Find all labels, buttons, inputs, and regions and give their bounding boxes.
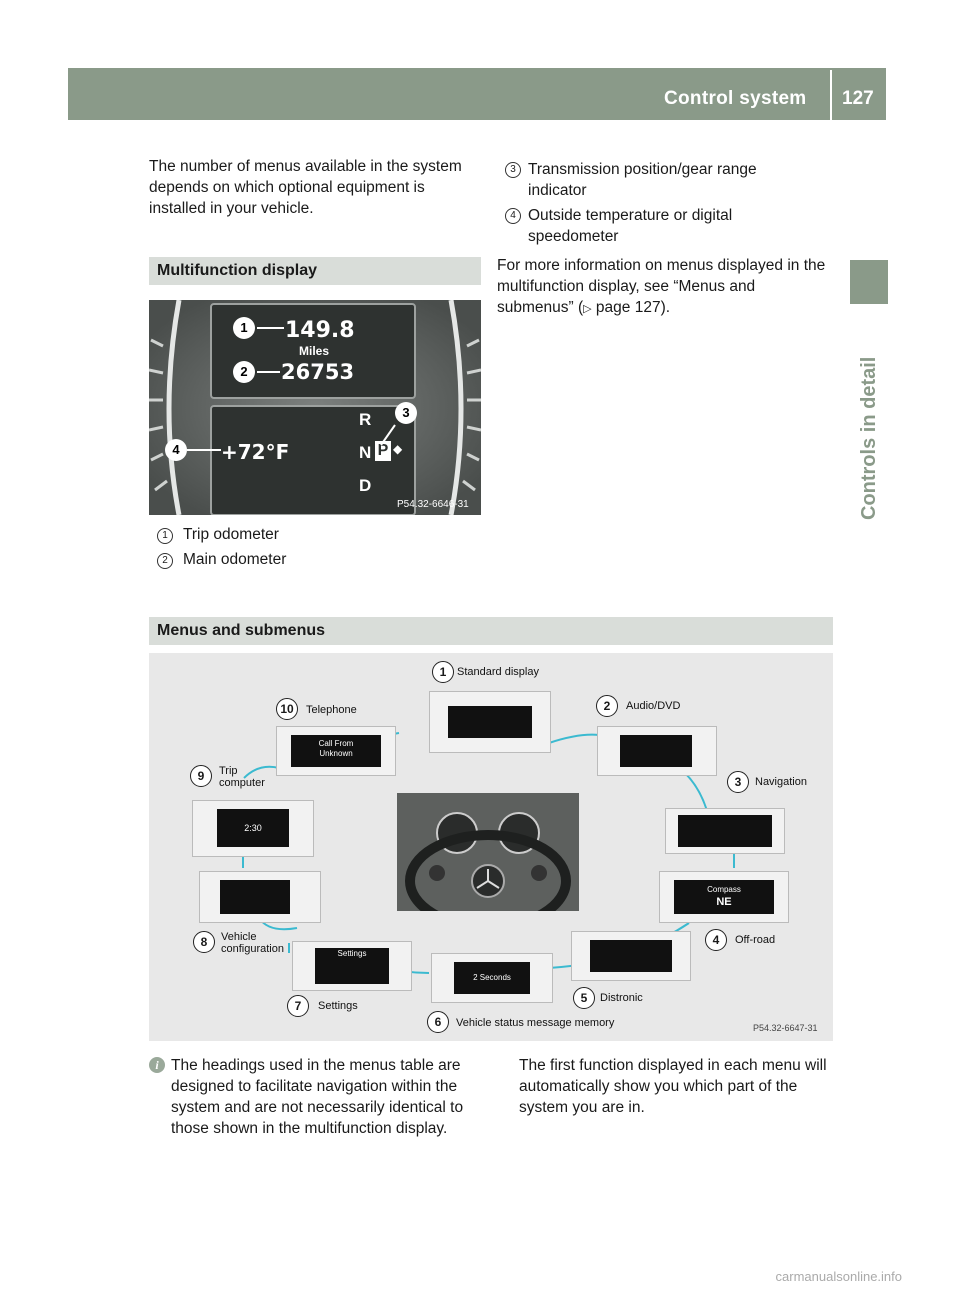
legend-item-2: 2 Main odometer	[157, 549, 286, 570]
header-bar	[68, 68, 886, 120]
menu-label-settings: Settings	[318, 1000, 358, 1012]
legend-number: 2	[157, 553, 173, 569]
footer-watermark: carmanualsonline.info	[775, 1269, 902, 1284]
menu-num-3: 3	[727, 771, 749, 793]
menu-num-5: 5	[573, 987, 595, 1009]
gear-d: D	[359, 476, 372, 495]
menu-screen-audio	[597, 726, 717, 776]
trip-screen-text: 2:30	[217, 809, 289, 847]
menu-screen-status-memory: 2 Seconds	[431, 953, 553, 1003]
chapter-title: Control system	[664, 88, 807, 109]
side-tab-label: Controls in detail	[858, 356, 880, 520]
legend-item-1: 1 Trip odometer	[157, 524, 279, 545]
callout-3: 3	[395, 402, 417, 424]
page-number: 127	[842, 88, 874, 109]
callout-4: 4	[165, 439, 187, 461]
section-heading-text: Menus and submenus	[157, 622, 326, 639]
menu-screen-vehicle-config	[199, 871, 321, 923]
legend-text: Trip odometer	[183, 526, 279, 543]
offroad-screen-text: NE	[716, 896, 732, 908]
menu-num-8: 8	[193, 931, 215, 953]
steering-wheel-illustration	[397, 793, 579, 932]
menu-label-telephone: Telephone	[306, 704, 357, 716]
gear-n: N	[359, 443, 372, 462]
callout-1: 1	[233, 317, 255, 339]
menu-label-audio-dvd: Audio/DVD	[626, 700, 681, 712]
cluster-illustration	[149, 300, 481, 515]
side-tab-marker	[850, 260, 888, 304]
menus-diagram: Call From Unknown 2:30 Compass NE Settin…	[149, 653, 833, 1041]
menu-num-9: 9	[190, 765, 212, 787]
menu-label-distronic: Distronic	[600, 992, 643, 1004]
multifunction-display-image: 149.8 Miles 26753 +72°F R N P ◆ D P54.32…	[149, 300, 481, 515]
menu-screen-offroad: Compass NE	[659, 871, 789, 923]
menu-num-2: 2	[596, 695, 618, 717]
section-heading-multifunction: Multifunction display	[149, 257, 481, 285]
gear-p-selected: P	[375, 441, 391, 461]
intro-paragraph: The number of menus available in the sys…	[149, 158, 462, 217]
steering-wheel-image	[397, 793, 579, 932]
menu-num-7: 7	[287, 995, 309, 1017]
callout-2: 2	[233, 361, 255, 383]
menu-screen-standard	[429, 691, 551, 753]
gear-r: R	[359, 410, 372, 429]
legend-text: Transmission position/gear range indicat…	[528, 161, 757, 199]
menu-screen-navigation	[665, 808, 785, 854]
legend-number: 3	[505, 162, 521, 178]
menu-label-standard-display: Standard display	[457, 666, 539, 678]
first-function-paragraph: The first function displayed in each men…	[519, 1057, 827, 1116]
telephone-screen-text: Unknown	[319, 749, 353, 758]
legend-item-3: 3 Transmission position/gear range indic…	[505, 159, 815, 201]
page-reference-icon: ▷	[583, 303, 592, 315]
trip-odometer-reading: 149.8	[285, 318, 355, 343]
callout-lines	[187, 327, 396, 451]
header-separator	[830, 70, 832, 120]
telephone-screen-text: Call From	[318, 739, 354, 748]
menu-label-computer: computer	[219, 777, 265, 789]
gear-range-arrows-icon: ◆	[393, 442, 403, 456]
info-icon: i	[149, 1057, 165, 1073]
menu-num-4: 4	[705, 929, 727, 951]
offroad-screen-text: Compass	[707, 885, 741, 894]
section-heading-text: Multifunction display	[157, 262, 317, 279]
menu-num-1: 1	[432, 661, 454, 683]
menu-num-10: 10	[276, 698, 298, 720]
legend-item-4: 4 Outside temperature or digital speedom…	[505, 205, 815, 247]
info-note-text: The headings used in the menus table are…	[171, 1057, 464, 1137]
main-odometer-reading: 26753	[281, 360, 355, 384]
menu-screen-telephone: Call From Unknown	[276, 726, 396, 776]
more-info-text: For more information on menus displayed …	[497, 257, 826, 316]
info-note: i The headings used in the menus table a…	[149, 1055, 481, 1139]
diagram-code: P54.32-6647-31	[753, 1023, 818, 1033]
menu-label-vehicle: Vehicle	[221, 931, 257, 943]
outside-temperature: +72°F	[221, 440, 290, 464]
menu-screen-settings: Settings	[292, 941, 412, 991]
legend-number: 4	[505, 208, 521, 224]
menu-screen-trip: 2:30	[192, 800, 314, 857]
legend-number: 1	[157, 528, 173, 544]
legend-text: Outside temperature or digital speedomet…	[528, 207, 733, 245]
odometer-unit: Miles	[299, 344, 330, 358]
menu-label-vehicle-status: Vehicle status message memory	[456, 1017, 615, 1029]
status-screen-text: 2 Seconds	[454, 962, 530, 994]
settings-screen-text: Settings	[315, 948, 389, 984]
menu-label-off-road: Off-road	[735, 934, 776, 946]
menu-label-trip: Trip	[219, 765, 238, 777]
menu-num-6: 6	[427, 1011, 449, 1033]
image-code: P54.32-6646-31	[397, 499, 469, 510]
menu-screen-distronic	[571, 931, 691, 981]
page-reference-text[interactable]: page 127).	[591, 299, 671, 316]
legend-text: Main odometer	[183, 551, 287, 568]
menu-label-navigation: Navigation	[755, 776, 807, 788]
menu-label-configuration: configuration	[221, 943, 284, 955]
more-info-paragraph: For more information on menus displayed …	[497, 255, 835, 320]
section-heading-menus: Menus and submenus	[149, 617, 833, 645]
